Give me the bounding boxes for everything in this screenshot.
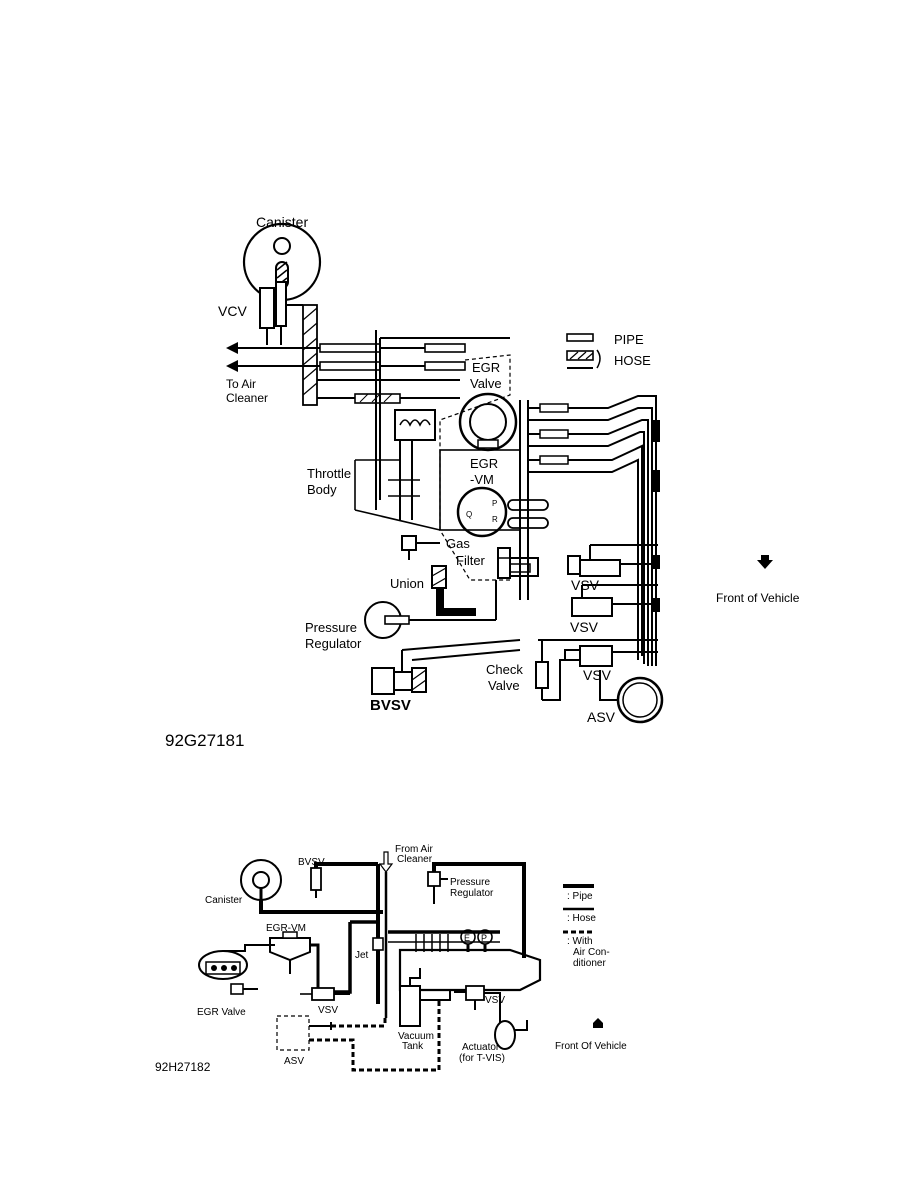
pressure-regulator-label-1: Pressure [305,620,357,635]
engine-outline [439,354,511,581]
legend-2-ac-label-3: ditioner [573,958,606,969]
throttle-body [354,409,441,531]
vsv-3-bottom [564,645,658,667]
bvsv-2 [310,862,378,898]
p-port-label: P [481,933,487,943]
small-valve-left [401,535,440,560]
vcv-hose [286,304,318,406]
vsv-2-label: VSV [570,619,599,635]
egr-vm-label-1: EGR [470,456,498,471]
pressure-regulator-2-label-1: Pressure [450,877,490,888]
figure-id-2: 92H27182 [155,1060,211,1074]
legend-2-pipe-label: : Pipe [567,891,593,902]
pressure-regulator-label-2: Regulator [305,636,362,651]
asv-1-label: ASV [587,709,616,725]
vsv-3-label: VSV [583,667,612,683]
vsv-2-right-label: VSV [485,995,505,1006]
to-air-cleaner-label-1: To Air [226,377,256,391]
front-of-vehicle-label-1: Front of Vehicle [716,591,800,605]
legend-hose-swatch [566,350,594,361]
egr-valve-2 [198,944,275,995]
from-air-cleaner-arrow [378,851,394,1018]
gas-filter-label-2: Filter [456,553,486,568]
egr-valve-2-label: EGR Valve [197,1007,246,1018]
actuator [494,1020,528,1050]
legend-2-ac-label-1: : With [567,936,593,947]
gas-filter-label-1: Gas [446,536,470,551]
e-port-label: E [464,933,470,943]
legend-2-ac-label-2: Air Con- [573,947,610,958]
throttle-body-label-2: Body [307,482,337,497]
canister-2-label: Canister [205,895,243,906]
legend-pipe-swatch [566,333,594,342]
egr-valve-label-2: Valve [470,376,502,391]
jet-label: Jet [355,950,369,961]
pressure-regulator-2-label-2: Regulator [450,888,494,899]
bvsv-2-label: BVSV [298,857,325,868]
jet [320,920,384,994]
pressure-regulator-1 [364,580,497,639]
vcv-label: VCV [218,303,247,319]
asv-2-label: ASV [284,1056,304,1067]
canister-label: Canister [256,214,308,230]
union [431,565,476,616]
throttle-body-label-1: Throttle [307,466,351,481]
legend-2: : Pipe : Hose : With Air Con- ditioner [563,884,610,969]
vsv-2-left [300,987,350,1001]
front-of-vehicle-arrow-2 [593,1018,603,1028]
bvsv-1 [371,639,521,695]
manifold-lines [317,330,510,510]
check-valve-label-1: Check [486,662,523,677]
check-valve-label-2: Valve [488,678,520,693]
svg-text:P: P [492,499,497,508]
to-air-cleaner-label-2: Cleaner [226,391,268,405]
egr-vm-1: Q P R [456,486,508,538]
egr-vm-hoses [507,400,549,600]
legend-2-hose-label: : Hose [567,913,596,924]
diagram-2: Canister BVSV From Air Cleaner Pressure … [155,844,627,1074]
gas-filter [497,547,539,579]
pressure-regulator-2 [427,862,526,958]
egr-vm-2 [269,931,320,990]
actuator-label-2: (for T-VIS) [459,1053,505,1064]
vsv-2-middle [571,584,658,617]
legend-hose-label: HOSE [614,353,651,368]
egr-valve-label-1: EGR [472,360,500,375]
union-label: Union [390,576,424,591]
bvsv-label: BVSV [370,697,411,714]
canister-2 [240,859,282,901]
egr-vm-2-label: EGR-VM [266,923,306,934]
vsv-1-top [567,544,658,577]
vsv-2-right [454,985,501,1023]
vcv-valve [259,281,287,345]
figure-id-1: 92G27181 [165,731,244,750]
vsv-2-left-label: VSV [318,1005,338,1016]
from-air-cleaner-label-1: From Air [395,844,433,855]
with-ac-lines [276,1000,441,1072]
actuator-label-1: Actuator [462,1042,500,1053]
legend-1: PIPE HOSE [566,332,651,369]
vacuum-tank-label-1: Vacuum [398,1031,434,1042]
vacuum-tank [399,968,460,1027]
vacuum-tank-label-2: Tank [402,1041,424,1052]
to-air-cleaner-arrows [226,342,466,372]
egr-vm-label-2: -VM [470,472,494,487]
diagram-1: Canister VCV [165,214,800,750]
front-of-vehicle-label-2: Front Of Vehicle [555,1041,627,1052]
from-air-cleaner-label-2: Cleaner [397,854,433,865]
right-pipe-bundle [528,395,660,666]
svg-text:Q: Q [466,510,472,519]
svg-text:R: R [492,515,498,524]
legend-pipe-label: PIPE [614,332,644,347]
front-of-vehicle-arrow-1 [757,555,773,569]
asv-1 [599,670,664,724]
